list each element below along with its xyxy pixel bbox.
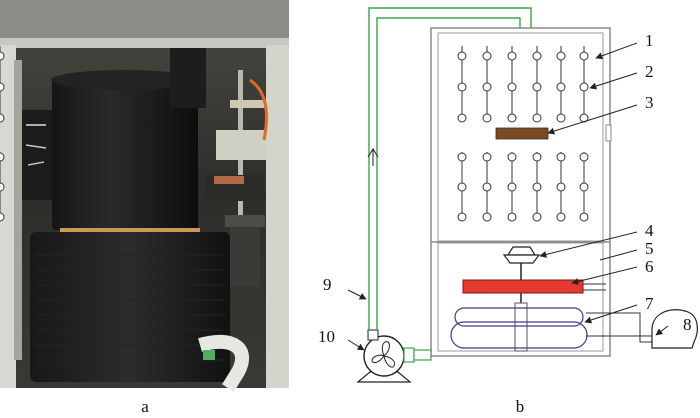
arrow-up-icon (367, 148, 379, 166)
hanging-samples-lower (0, 151, 589, 222)
photo-panel (0, 0, 289, 392)
callout-4: 4 (645, 221, 654, 240)
callout-6: 6 (645, 257, 654, 276)
fan-nozzle (502, 246, 541, 264)
panel-label-b: b (516, 397, 525, 416)
hanging-samples-upper (0, 45, 589, 123)
callout-3: 3 (645, 93, 654, 112)
panel-label-a: a (141, 397, 149, 416)
callout-10: 10 (318, 327, 335, 346)
air-pipe (368, 7, 532, 330)
compressor (651, 309, 698, 349)
pump (356, 329, 432, 383)
callout-9: 9 (323, 275, 332, 294)
leader-lines (347, 42, 669, 351)
schematic-panel: 1 2 3 4 5 6 7 8 9 10 (0, 7, 698, 383)
callout-7: 7 (645, 294, 654, 313)
callout-1: 1 (645, 31, 654, 50)
cooling-coil (450, 307, 588, 349)
callout-8: 8 (683, 315, 692, 334)
heater-plate (462, 279, 584, 294)
callout-5: 5 (645, 239, 654, 258)
callout-2: 2 (645, 62, 654, 81)
support-column (514, 302, 528, 352)
fan-pump-icon (371, 341, 396, 368)
sample-plate (495, 127, 549, 140)
